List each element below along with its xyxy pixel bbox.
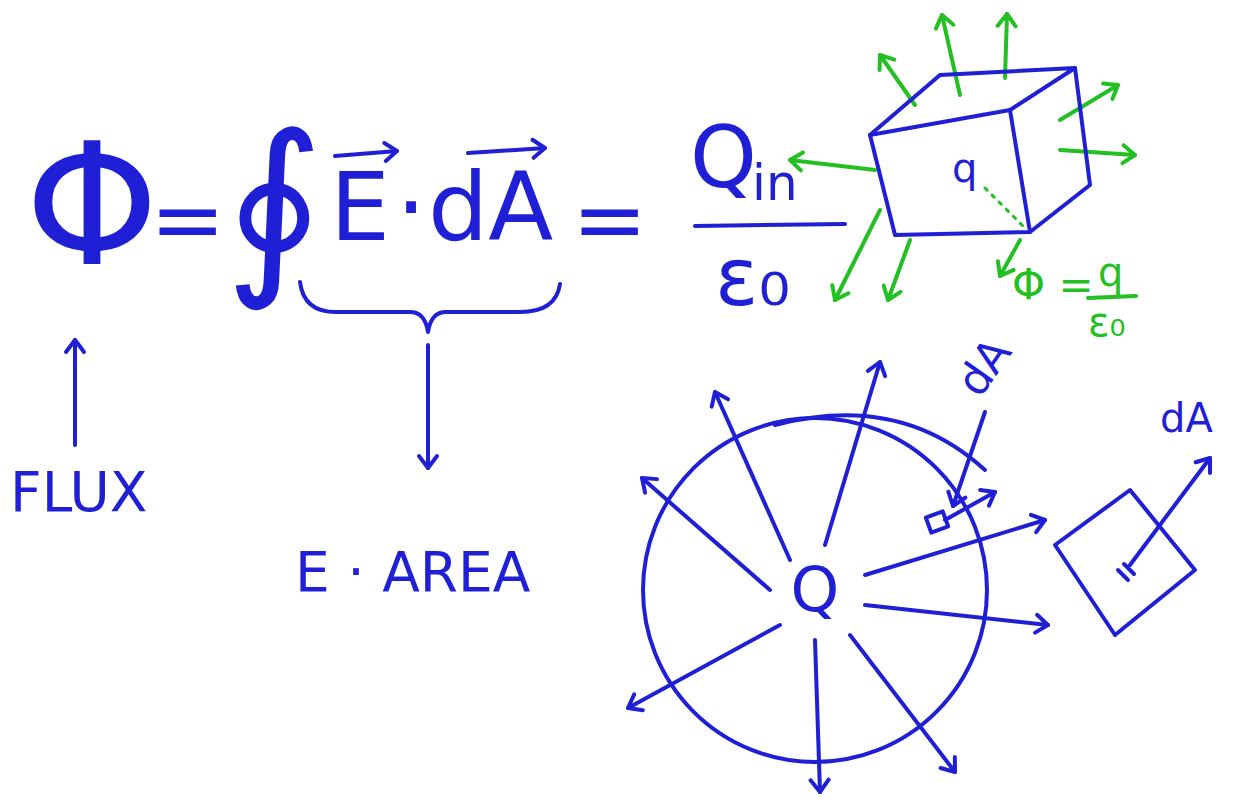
field-arrow bbox=[850, 635, 955, 772]
charge-label: Q bbox=[791, 559, 840, 621]
permittivity: ε₀ bbox=[715, 238, 790, 318]
cube-surface: q bbox=[860, 60, 1100, 245]
flux-note: FLUX bbox=[10, 465, 147, 520]
hidden-edge bbox=[985, 188, 1025, 228]
fraction-bar bbox=[1088, 296, 1136, 298]
charge-label: q bbox=[952, 148, 977, 188]
field-arrow bbox=[865, 520, 1045, 575]
flux-symbol: Φ bbox=[25, 120, 159, 290]
cube-edge bbox=[1030, 68, 1090, 232]
normal-arrow bbox=[1130, 458, 1210, 565]
pointer-arrow bbox=[73, 340, 77, 445]
field-arrow bbox=[1060, 85, 1118, 120]
vector-arrow bbox=[335, 151, 397, 156]
area-patch bbox=[1055, 490, 1195, 635]
charge-symbol: q bbox=[1098, 252, 1123, 292]
subscript: in bbox=[752, 158, 798, 208]
fraction-bar bbox=[695, 224, 845, 226]
field-arrow bbox=[888, 240, 910, 300]
integral-sign: ∮ bbox=[225, 110, 324, 300]
field-arrow bbox=[865, 605, 1048, 625]
product-note: E · AREA bbox=[295, 545, 530, 600]
field-arrow bbox=[942, 15, 960, 95]
permittivity: ε₀ bbox=[1088, 302, 1126, 342]
cube-edge bbox=[870, 68, 1075, 135]
field-arrow bbox=[790, 160, 875, 170]
equals-sign: = bbox=[150, 175, 225, 265]
field-arrow bbox=[715, 392, 790, 560]
pointer-arrow bbox=[426, 345, 430, 468]
tick-mark bbox=[1118, 564, 1134, 580]
field-arrow bbox=[1060, 150, 1135, 155]
arc bbox=[775, 415, 985, 470]
dot-operator: · bbox=[396, 160, 426, 255]
flux-equation: Φ = bbox=[1012, 264, 1094, 306]
field-vector: E bbox=[330, 160, 390, 255]
field-arrow bbox=[1005, 14, 1007, 78]
area-label: dA bbox=[949, 331, 1018, 404]
charge-symbol: Q bbox=[690, 115, 757, 200]
area-label: dA bbox=[1160, 398, 1213, 438]
sphere-outline bbox=[643, 418, 987, 762]
cube-outline bbox=[860, 60, 1100, 245]
field-arrow bbox=[825, 362, 880, 545]
equals-sign: = bbox=[572, 175, 647, 265]
area-element bbox=[926, 511, 948, 532]
field-arrow bbox=[642, 478, 770, 590]
sphere-surface: Q bbox=[635, 410, 995, 770]
area-vector: dA bbox=[428, 160, 553, 255]
vector-arrow bbox=[468, 148, 545, 153]
cube-edge bbox=[870, 110, 1030, 235]
field-arrow bbox=[880, 55, 915, 105]
brace bbox=[300, 282, 560, 332]
field-arrow bbox=[815, 640, 820, 792]
field-arrow bbox=[835, 210, 880, 300]
